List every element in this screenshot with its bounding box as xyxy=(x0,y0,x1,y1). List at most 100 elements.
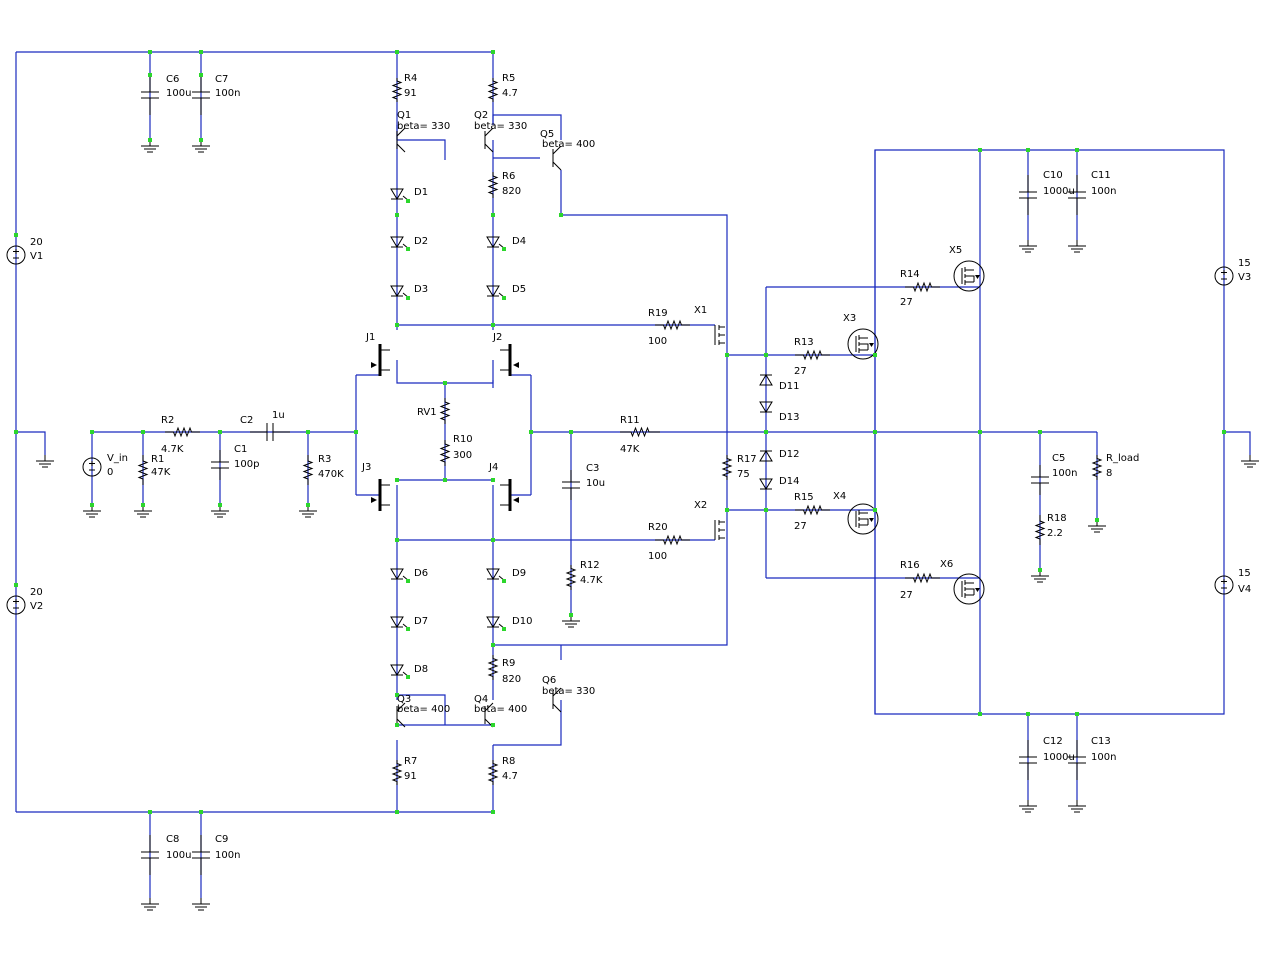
label-c1-value: 100p xyxy=(234,459,259,470)
diode-d9-led-mark xyxy=(502,579,506,583)
resistor-r9 xyxy=(487,655,499,680)
wire xyxy=(396,510,728,700)
label-r7-value: 91 xyxy=(404,771,417,782)
label-c8-value: 100u xyxy=(166,850,191,861)
label-d8-id: D8 xyxy=(414,664,428,675)
diode-d10-led-mark xyxy=(502,627,506,631)
junction-node xyxy=(873,508,877,512)
diode-d5 xyxy=(486,285,500,297)
wire xyxy=(1039,432,1098,570)
label-d1-id: D1 xyxy=(414,187,428,198)
label-r16-value: 27 xyxy=(900,590,913,601)
label-r11-id: R11 xyxy=(620,415,640,426)
label-c10-value: 1000u xyxy=(1043,186,1075,197)
capacitor-c1 xyxy=(211,450,229,480)
junction-node xyxy=(491,213,495,217)
label-x5-id: X5 xyxy=(949,245,962,256)
mosfet-x4-body xyxy=(855,510,869,528)
junction-node xyxy=(978,148,982,152)
mosfet-x3 xyxy=(847,328,879,360)
label-r2-id: R2 xyxy=(161,415,174,426)
junction-node xyxy=(1095,518,1099,522)
resistor-r7 xyxy=(391,760,403,785)
junction-node xyxy=(1038,430,1042,434)
junction-node xyxy=(199,810,203,814)
junction-node xyxy=(395,538,399,542)
label-d7-id: D7 xyxy=(414,616,428,627)
junction-node xyxy=(491,478,495,482)
label-v4-value: 15 xyxy=(1238,568,1251,579)
label-r15-value: 27 xyxy=(794,521,807,532)
label-r11-value: 47K xyxy=(620,444,640,455)
label-r1-value: 47K xyxy=(151,467,171,478)
junction-node xyxy=(491,723,495,727)
label-r4-value: 91 xyxy=(404,88,417,99)
junction-node xyxy=(491,538,495,542)
junction-node xyxy=(569,430,573,434)
label-c5-id: C5 xyxy=(1052,453,1065,464)
label-j4-id: J4 xyxy=(488,462,498,473)
jfet-j3-gate-arrow xyxy=(371,497,377,503)
label-r5-id: R5 xyxy=(502,73,515,84)
label-d2-id: D2 xyxy=(414,236,428,247)
junction-node xyxy=(90,503,94,507)
wire xyxy=(396,694,562,812)
label-r19-value: 100 xyxy=(648,336,667,347)
jfet-j2-leads xyxy=(500,349,510,371)
label-rv1-id: RV1 xyxy=(417,407,437,418)
diode-d2-led-mark xyxy=(406,247,410,251)
jfet-j3-leads xyxy=(380,484,390,506)
potentiometer-rv1 xyxy=(439,398,451,424)
wire xyxy=(531,431,1097,615)
ground-symbol xyxy=(562,615,580,628)
wire xyxy=(149,52,202,898)
junction-nodes xyxy=(14,50,1226,814)
label-r6-value: 820 xyxy=(502,186,521,197)
junction-node xyxy=(395,810,399,814)
junction-node xyxy=(764,430,768,434)
label-d6-id: D6 xyxy=(414,568,428,579)
resistor-r-load xyxy=(1091,455,1103,480)
label-q1-id: Q1 xyxy=(397,110,411,121)
label-q2-id: Q2 xyxy=(474,110,488,121)
label-r10-id: R10 xyxy=(453,434,473,445)
ground-symbol xyxy=(1241,455,1259,468)
junction-node xyxy=(395,50,399,54)
label-q6-value: beta= 330 xyxy=(542,686,595,697)
label-r19-id: R19 xyxy=(648,308,668,319)
label-c13-id: C13 xyxy=(1091,736,1111,747)
diode-d5-led-mark xyxy=(502,296,506,300)
label-c2-value: 1u xyxy=(272,410,285,421)
label-c3-id: C3 xyxy=(586,463,599,474)
capacitor-c7 xyxy=(192,75,210,115)
junction-node xyxy=(14,233,18,237)
label-j1-id: J1 xyxy=(365,332,375,343)
diode-d8 xyxy=(390,664,404,676)
label-c7-value: 100n xyxy=(215,88,240,99)
junction-node xyxy=(725,353,729,357)
voltage-source-v1 xyxy=(6,245,26,265)
diode-d10 xyxy=(486,616,500,628)
capacitor-c6 xyxy=(141,75,159,115)
junction-node xyxy=(491,643,495,647)
diode-d1 xyxy=(390,188,404,200)
junction-node xyxy=(90,430,94,434)
resistor-r5 xyxy=(487,78,499,102)
resistor-r19 xyxy=(655,319,690,331)
mosfet-x6 xyxy=(953,573,985,605)
label-r13-value: 27 xyxy=(794,366,807,377)
label-v2-value: 20 xyxy=(30,587,43,598)
wire xyxy=(510,374,532,496)
ground-symbol xyxy=(1019,800,1037,813)
label-q3-value: beta= 400 xyxy=(397,704,450,715)
label-c6-value: 100u xyxy=(166,88,191,99)
label-v4-id: V4 xyxy=(1238,584,1251,595)
jfet-j1-leads xyxy=(380,349,390,371)
label-r12-value: 4.7K xyxy=(580,575,603,586)
label-v3-value: 15 xyxy=(1238,258,1251,269)
junction-node xyxy=(148,50,152,54)
label-x3-id: X3 xyxy=(843,313,856,324)
label-j3-id: J3 xyxy=(361,462,371,473)
label-d4-id: D4 xyxy=(512,236,526,247)
label-c2-id: C2 xyxy=(240,415,253,426)
